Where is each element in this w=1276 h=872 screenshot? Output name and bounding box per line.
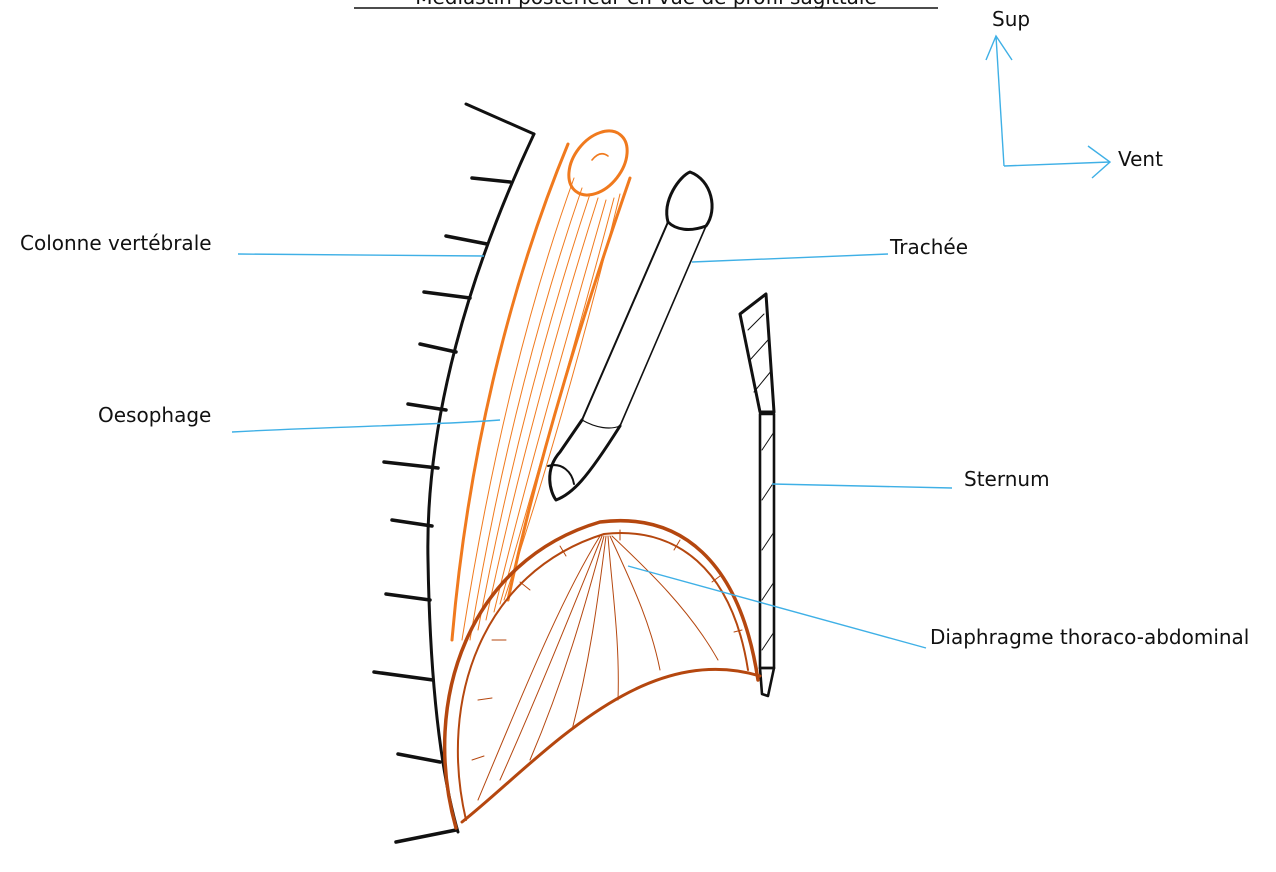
ventral-arrow xyxy=(1004,162,1110,166)
orientation-axes: Sup Vent xyxy=(986,7,1163,178)
spine-top-spur xyxy=(466,104,534,134)
leader-lines xyxy=(232,254,952,648)
esophagus-leader xyxy=(232,420,500,432)
sternum xyxy=(740,294,774,696)
diaphragm-label: Diaphragme thoraco-abdominal xyxy=(930,625,1249,649)
esophagus-label: Oesophage xyxy=(98,403,211,427)
sternum-body xyxy=(760,414,774,668)
spine-label: Colonne vertébrale xyxy=(20,231,212,255)
sternum-manubrium xyxy=(740,294,774,412)
superior-arrow xyxy=(996,36,1004,166)
diaphragm-outer-dome xyxy=(445,521,758,828)
esophagus-top-opening xyxy=(557,120,639,206)
sternum-label: Sternum xyxy=(964,467,1050,491)
trachea-right-wall xyxy=(620,226,706,426)
diaphragm-leader xyxy=(628,566,926,648)
vertebral-column xyxy=(374,104,534,842)
esophagus-left-wall xyxy=(452,144,568,640)
ventral-label: Vent xyxy=(1118,147,1163,171)
sternum-xiphoid xyxy=(760,668,774,696)
spine-leader xyxy=(238,254,484,256)
trachea-leader xyxy=(692,254,888,262)
trachea xyxy=(548,172,712,500)
diaphragm-lower-curve xyxy=(462,669,760,822)
trachea-left-wall xyxy=(582,222,668,420)
diaphragm xyxy=(445,521,760,828)
trachea-label: Trachée xyxy=(889,235,968,259)
spinous-processes xyxy=(374,178,510,842)
superior-arrowhead xyxy=(986,36,1012,60)
trachea-top-cap xyxy=(667,172,712,229)
trachea-bottom-cut xyxy=(550,420,620,500)
superior-label: Sup xyxy=(992,7,1030,31)
sternum-leader xyxy=(772,484,952,488)
